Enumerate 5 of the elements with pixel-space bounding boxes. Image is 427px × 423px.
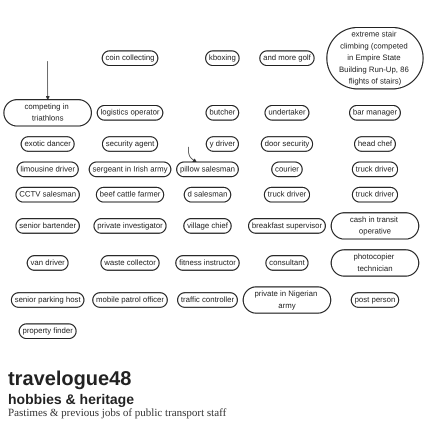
title: travelogue48	[8, 368, 132, 391]
caption: Pastimes & previous jobs of public transport staff	[8, 407, 228, 419]
arrow	[46, 60, 50, 100]
arrow	[188, 146, 197, 162]
subtitle: hobbies & heritage	[8, 391, 136, 407]
